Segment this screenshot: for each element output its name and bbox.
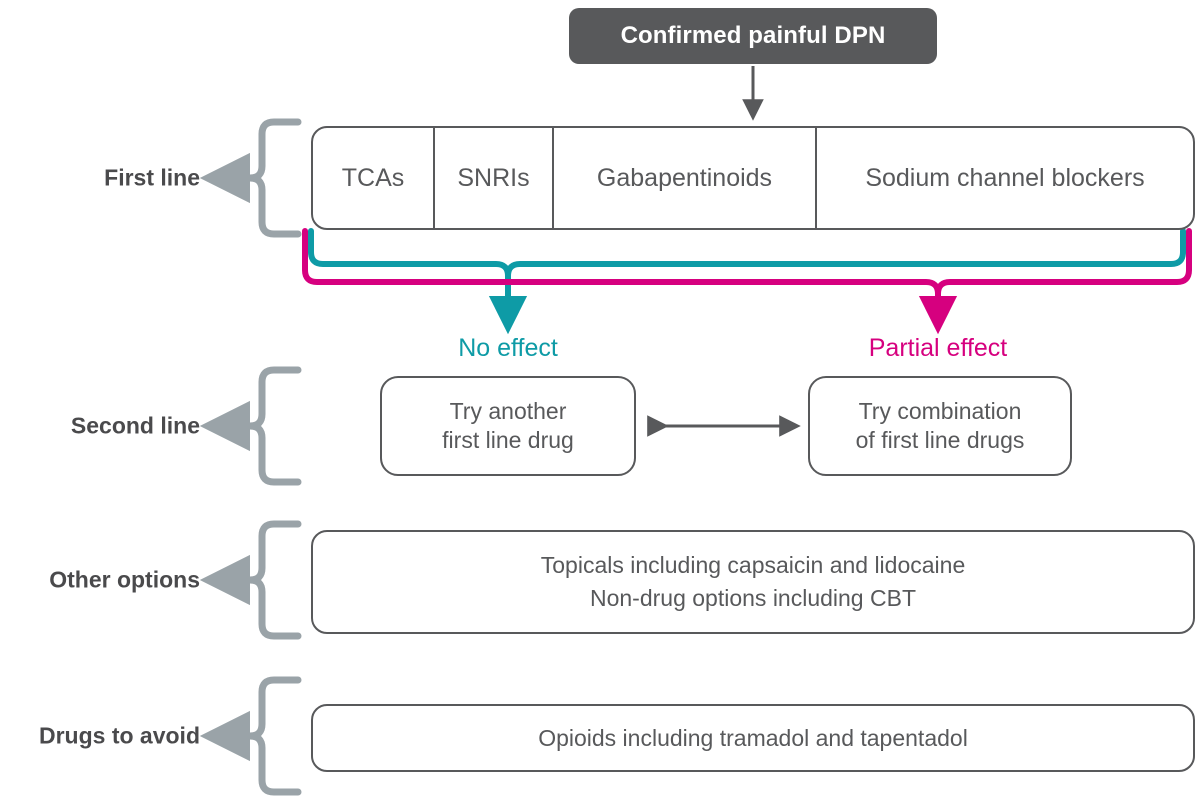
- row-label-other-options: Other options: [49, 566, 200, 593]
- node-line-2: Non-drug options including CBT: [589, 585, 916, 611]
- first-line-options-container: TCAs SNRIs Gabapentinoids Sodium channel…: [311, 126, 1195, 230]
- brace-first-line: [199, 118, 302, 238]
- node-confirmed-painful-dpn[interactable]: Confirmed painful DPN: [569, 8, 937, 64]
- node-line-1: Try another: [449, 397, 567, 424]
- node-line-1: Opioids including tramadol and tapentado…: [538, 724, 968, 751]
- row-label-first-line: First line: [104, 164, 200, 191]
- first-line-option-gabapentinoids[interactable]: Gabapentinoids: [554, 128, 817, 228]
- brace-drugs-to-avoid: [199, 676, 302, 796]
- node-try-another-first-line-drug[interactable]: Try another first line drug: [380, 376, 636, 476]
- branch-label-no-effect: No effect: [458, 334, 558, 362]
- first-line-option-snris[interactable]: SNRIs: [435, 128, 554, 228]
- node-drugs-to-avoid[interactable]: Opioids including tramadol and tapentado…: [311, 704, 1195, 772]
- node-line-1: Try combination: [858, 397, 1022, 424]
- first-line-option-sodium-channel-blockers[interactable]: Sodium channel blockers: [865, 163, 1145, 192]
- row-label-second-line: Second line: [70, 412, 200, 439]
- magenta-brace-partial-effect: [302, 228, 1192, 297]
- branch-label-partial-effect: Partial effect: [868, 334, 1008, 362]
- brace-second-line: [199, 366, 302, 486]
- node-try-combination-of-first-line-drugs[interactable]: Try combination of first line drugs: [808, 376, 1072, 476]
- first-line-option-tcas[interactable]: TCAs: [313, 128, 435, 228]
- node-line-2: first line drug: [442, 427, 574, 453]
- row-label-drugs-to-avoid: Drugs to avoid: [38, 722, 200, 749]
- brace-other-options: [199, 520, 302, 640]
- teal-brace-no-effect: [308, 228, 1186, 279]
- node-line-2: of first line drugs: [855, 427, 1025, 453]
- node-line-1: Topicals including capsaicin and lidocai…: [540, 552, 966, 579]
- node-other-options[interactable]: Topicals including capsaicin and lidocai…: [311, 530, 1195, 634]
